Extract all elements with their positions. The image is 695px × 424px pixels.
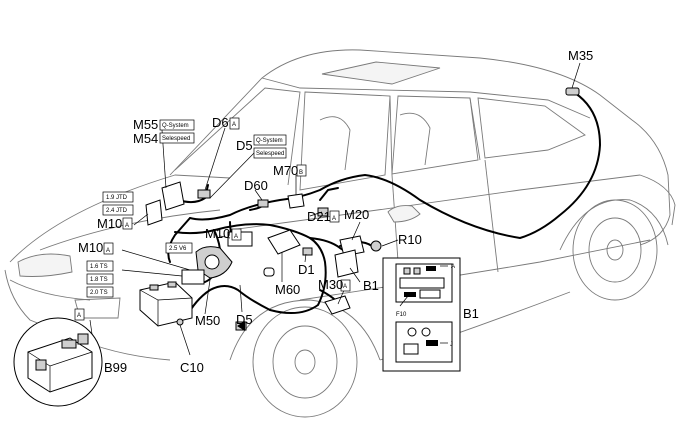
label-q-system-1: Q-System xyxy=(162,123,189,129)
label-m55: M55 xyxy=(133,117,158,132)
label-m70-tag: B xyxy=(299,170,303,176)
inline-fuse xyxy=(263,267,275,277)
label-m30-tag: A xyxy=(343,284,347,290)
label-m10-a-tag: A xyxy=(125,223,129,229)
label-m50: M50 xyxy=(195,313,220,328)
label-m54: M54 xyxy=(133,131,158,146)
label-r10: R10 xyxy=(398,232,422,247)
battery xyxy=(139,281,193,327)
m10-module-left xyxy=(145,199,163,226)
d1-connector xyxy=(302,247,313,256)
text-labels: M35 M55 M54 Q-System Selespeed D6 A D5 Q… xyxy=(77,48,593,375)
engine-module xyxy=(181,269,205,285)
m35-component xyxy=(565,87,580,96)
m70-component xyxy=(287,193,305,209)
label-m10-b-tag: A xyxy=(234,234,238,240)
label-b1-near: B1 xyxy=(363,278,379,293)
components xyxy=(139,87,580,331)
label-c10: C10 xyxy=(180,360,204,375)
r10-component xyxy=(370,240,382,252)
label-d60: D60 xyxy=(244,178,268,193)
connector-arrow-icon xyxy=(237,321,245,331)
d6-connector xyxy=(197,189,211,199)
leader-lines xyxy=(89,62,581,356)
label-d1: D1 xyxy=(298,262,315,277)
label-d5-lower: D5 xyxy=(236,312,253,327)
inset-b99 xyxy=(13,317,103,407)
label-m70: M70 xyxy=(273,163,298,178)
label-m10-b: M10 xyxy=(205,226,230,241)
label-q-system-2: Q-System xyxy=(256,138,283,144)
c10-component xyxy=(176,318,184,326)
headlight xyxy=(17,253,73,277)
label-selespeed-2: Selespeed xyxy=(256,151,284,157)
label-selespeed-1: Selespeed xyxy=(162,136,190,142)
label-a-panel: A xyxy=(451,264,455,270)
label-b1-panel: B1 xyxy=(463,306,479,321)
d21-connector xyxy=(317,207,329,217)
label-ts20: 2.0 TS xyxy=(90,290,108,296)
label-m10-a: M10 xyxy=(97,216,122,231)
label-jtd24: 2.4 JTD xyxy=(106,208,128,214)
front-wheel xyxy=(252,306,358,418)
label-j-panel: J xyxy=(450,342,453,348)
label-a-inset: A xyxy=(77,313,81,319)
m55-m54-module xyxy=(161,181,185,211)
label-jtd19: 1.9 JTD xyxy=(106,195,128,201)
label-d5-upper: D5 xyxy=(236,138,253,153)
label-f10: F10 xyxy=(396,312,407,318)
label-b99: B99 xyxy=(104,360,127,375)
d60-connector xyxy=(257,199,269,208)
m60-ecu xyxy=(267,229,301,255)
label-m10-c-tag: A xyxy=(106,248,110,254)
tag-boxes xyxy=(74,117,351,321)
label-ts16: 1.6 TS xyxy=(90,264,108,270)
label-d6-tag: A xyxy=(232,122,236,128)
label-v6: 2.5 V6 xyxy=(169,246,187,252)
b1-fusebox xyxy=(334,249,359,278)
label-ts18: 1.8 TS xyxy=(90,277,108,283)
label-m35: M35 xyxy=(568,48,593,63)
label-m60: M60 xyxy=(275,282,300,297)
label-d21-tag: A xyxy=(332,216,336,222)
sunroof xyxy=(321,61,441,85)
label-m10-c: M10 xyxy=(78,240,103,255)
label-d21: D21 xyxy=(307,209,331,224)
label-m20: M20 xyxy=(344,207,369,222)
label-m30: M30 xyxy=(318,277,343,292)
label-d6: D6 xyxy=(212,115,229,130)
side-mirror xyxy=(387,205,421,223)
variant-boxes xyxy=(86,119,287,298)
b1-detail-panel xyxy=(382,257,461,372)
rear-wheel xyxy=(572,199,658,301)
m30-component xyxy=(324,295,351,315)
